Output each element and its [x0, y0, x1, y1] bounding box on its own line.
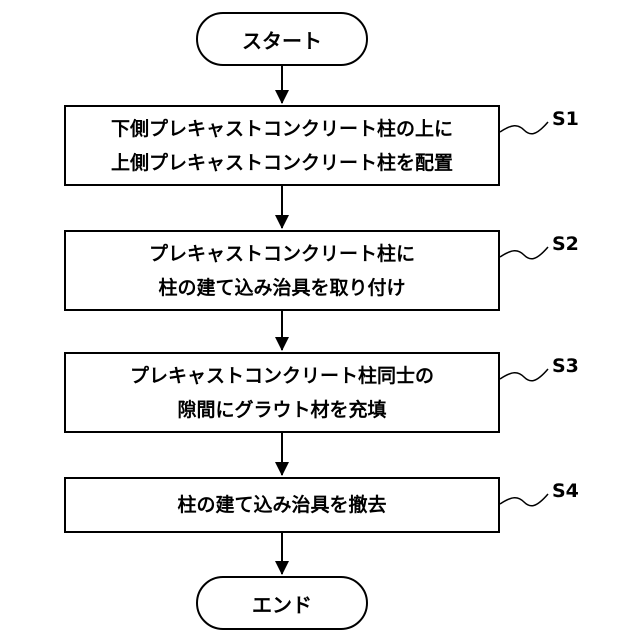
step-s1-box: 下側プレキャストコンクリート柱の上に 上側プレキャストコンクリート柱を配置	[64, 105, 500, 186]
start-label: スタート	[242, 25, 322, 54]
start-terminal: スタート	[196, 12, 368, 66]
leader-s1	[500, 122, 548, 134]
step-s4-box: 柱の建て込み治具を撤去	[64, 477, 500, 533]
step-s3-id: S3	[552, 355, 579, 377]
step-s2-line-1: プレキャストコンクリート柱に	[149, 237, 415, 271]
step-s3-line-2: 隙間にグラウト材を充填	[177, 393, 386, 427]
step-s2-line-2: 柱の建て込み治具を取り付け	[158, 271, 405, 305]
leader-s2	[500, 247, 548, 259]
step-s1-line-1: 下側プレキャストコンクリート柱の上に	[111, 112, 453, 146]
leader-s4	[500, 494, 548, 506]
arrowhead-s1	[275, 90, 289, 104]
step-s4-line-1: 柱の建て込み治具を撤去	[177, 488, 386, 522]
step-s1-line-2: 上側プレキャストコンクリート柱を配置	[111, 146, 453, 180]
step-s2-box: プレキャストコンクリート柱に 柱の建て込み治具を取り付け	[64, 230, 500, 311]
step-s3-box: プレキャストコンクリート柱同士の 隙間にグラウト材を充填	[64, 352, 500, 433]
step-s4-id: S4	[552, 480, 579, 502]
arrowhead-s2	[275, 215, 289, 229]
step-s1-id: S1	[552, 108, 579, 130]
leader-s3	[500, 369, 548, 381]
step-s2-id: S2	[552, 233, 579, 255]
arrowhead-s4	[275, 462, 289, 476]
end-terminal: エンド	[196, 576, 368, 630]
arrowhead-end	[275, 561, 289, 575]
step-s3-line-1: プレキャストコンクリート柱同士の	[130, 359, 434, 393]
arrowhead-s3	[275, 337, 289, 351]
end-label: エンド	[252, 589, 312, 618]
